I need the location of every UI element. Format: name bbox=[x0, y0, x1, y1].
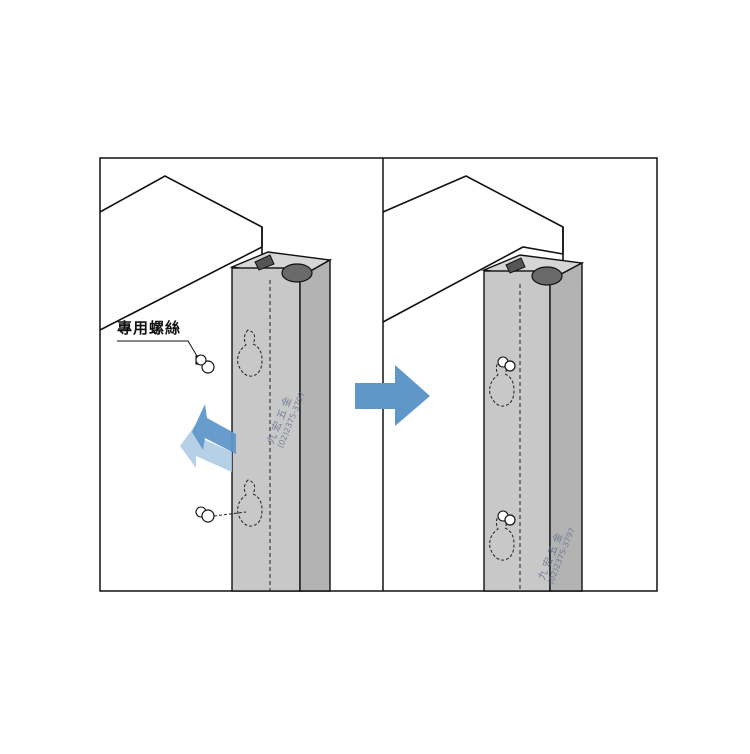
screw-label: 專用螺絲 bbox=[117, 319, 182, 337]
movement-arrow-left bbox=[180, 404, 236, 472]
screw-upper-left bbox=[195, 354, 215, 374]
post-right bbox=[481, 254, 585, 592]
panel-after bbox=[382, 175, 585, 592]
screw-lower-right bbox=[497, 510, 516, 526]
keyhole-slot-lower bbox=[237, 479, 263, 527]
panel-before bbox=[99, 175, 333, 592]
screw-upper-right bbox=[497, 356, 516, 372]
keyhole-slot-upper bbox=[237, 329, 263, 377]
label-leader bbox=[117, 340, 198, 357]
diagram-frame bbox=[99, 157, 658, 592]
post-left bbox=[229, 251, 333, 592]
screw-lower-left bbox=[195, 506, 247, 523]
next-step-arrow bbox=[355, 365, 430, 426]
